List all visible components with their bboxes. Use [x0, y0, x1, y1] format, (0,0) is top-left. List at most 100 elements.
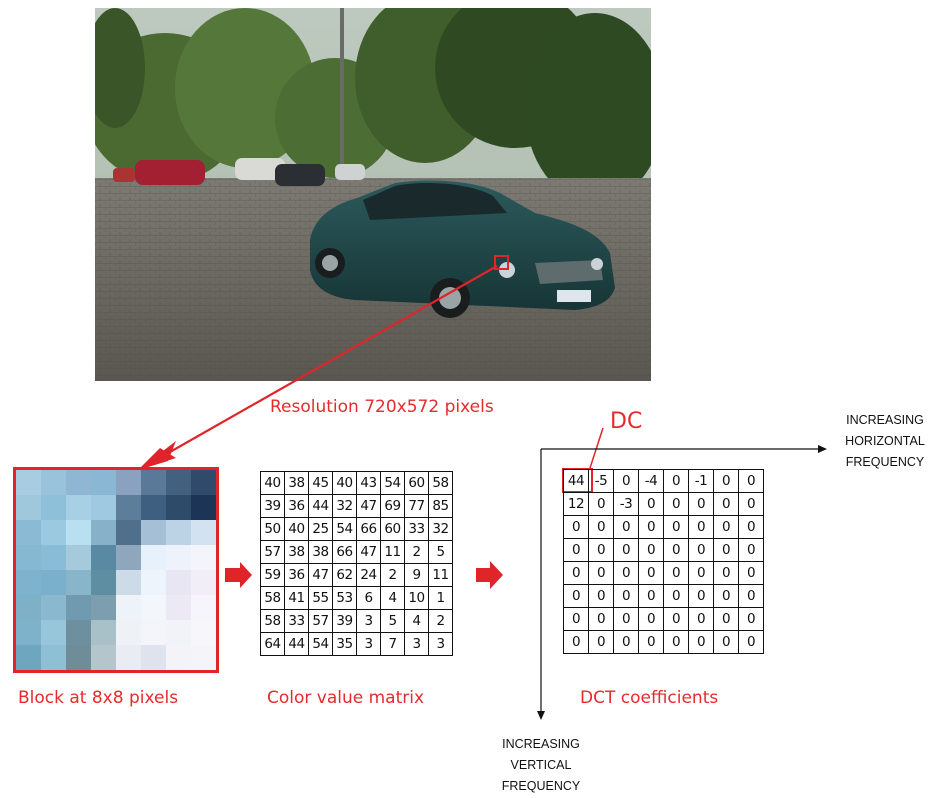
vertical-frequency-line-3: FREQUENCY	[501, 779, 581, 793]
block-pixel	[191, 570, 216, 595]
block-pixel	[16, 620, 41, 645]
dct-coefficient-cell: 0	[563, 630, 589, 654]
color-value-cell: 39	[332, 609, 357, 633]
dct-coefficient-cell: 0	[613, 469, 639, 493]
dct-coefficient-cell: 0	[713, 630, 739, 654]
color-value-cell: 44	[308, 494, 333, 518]
block-pixel	[16, 545, 41, 570]
color-value-cell: 43	[356, 471, 381, 495]
block-pixel	[166, 645, 191, 670]
color-value-cell: 3	[404, 632, 429, 656]
block-pixel	[116, 620, 141, 645]
dct-coefficient-cell: 0	[663, 584, 689, 608]
dct-coefficient-cell: 0	[588, 492, 614, 516]
block-pixel	[166, 570, 191, 595]
block-pixel	[166, 620, 191, 645]
block-pixel	[191, 620, 216, 645]
block-pixel	[66, 495, 91, 520]
dct-coefficient-cell: 0	[713, 469, 739, 493]
block-pixel	[141, 520, 166, 545]
color-value-cell: 55	[308, 586, 333, 610]
block-pixel	[141, 595, 166, 620]
dct-coefficient-cell: 0	[638, 630, 664, 654]
color-value-cell: 32	[428, 517, 453, 541]
dct-coefficient-cell: 0	[738, 515, 764, 539]
color-value-cell: 60	[404, 471, 429, 495]
block-pixel	[191, 545, 216, 570]
color-value-cell: 53	[332, 586, 357, 610]
block-pixel	[116, 495, 141, 520]
color-value-cell: 85	[428, 494, 453, 518]
block-pixel	[116, 570, 141, 595]
dct-coefficient-cell: 0	[613, 584, 639, 608]
dct-coefficient-cell: -4	[638, 469, 664, 493]
dct-coefficient-cell: 0	[663, 561, 689, 585]
color-value-cell: 58	[428, 471, 453, 495]
color-value-cell: 3	[356, 632, 381, 656]
block-pixel	[41, 545, 66, 570]
block-pixel	[41, 520, 66, 545]
color-value-cell: 60	[380, 517, 405, 541]
dct-coefficient-cell: 0	[663, 538, 689, 562]
dct-coefficient-cell: 0	[563, 584, 589, 608]
color-value-cell: 58	[260, 586, 285, 610]
block-pixel	[141, 495, 166, 520]
horizontal-frequency-line-3: FREQUENCY	[845, 455, 925, 469]
color-value-cell: 58	[260, 609, 285, 633]
color-value-cell: 47	[308, 563, 333, 587]
dct-coefficient-cell: 0	[588, 538, 614, 562]
block-pixel	[91, 595, 116, 620]
block-pixel	[166, 470, 191, 495]
block-pixel	[16, 645, 41, 670]
block-pixel	[41, 620, 66, 645]
dct-coefficient-cell: 0	[638, 538, 664, 562]
color-value-cell: 25	[308, 517, 333, 541]
block-pixel	[191, 495, 216, 520]
block-pixel	[166, 520, 191, 545]
dct-coefficient-cell: 0	[713, 492, 739, 516]
block-pixel	[191, 645, 216, 670]
dct-coefficient-cell: 0	[688, 492, 714, 516]
block-pixel	[91, 645, 116, 670]
color-value-cell: 54	[308, 632, 333, 656]
block-pixel	[141, 545, 166, 570]
horizontal-frequency-line-2: HORIZONTAL	[845, 434, 925, 448]
block-pixel	[66, 470, 91, 495]
dct-coefficient-cell: 12	[563, 492, 589, 516]
color-value-cell: 47	[356, 540, 381, 564]
dct-coefficient-cell: 0	[613, 561, 639, 585]
color-value-cell: 32	[332, 494, 357, 518]
block-pixel	[16, 595, 41, 620]
dct-coefficient-cell: 0	[738, 538, 764, 562]
block-pixel	[66, 620, 91, 645]
dct-coefficient-cell: 0	[713, 538, 739, 562]
car-photo	[95, 8, 651, 381]
resolution-caption: Resolution 720x572 pixels	[270, 397, 494, 417]
block-pixel	[166, 545, 191, 570]
block-pixel	[91, 620, 116, 645]
color-value-cell: 2	[380, 563, 405, 587]
dct-coefficient-cell: 0	[738, 630, 764, 654]
dct-coefficient-cell: 0	[588, 561, 614, 585]
dct-coefficient-cell: 0	[663, 515, 689, 539]
dct-coefficient-cell: -5	[588, 469, 614, 493]
horizontal-axis-arrow-icon	[818, 445, 827, 453]
color-value-cell: 57	[308, 609, 333, 633]
dct-coefficient-cell: 0	[738, 561, 764, 585]
color-value-cell: 11	[380, 540, 405, 564]
block-pixel	[116, 470, 141, 495]
dct-coefficient-cell: 0	[738, 607, 764, 631]
dct-coefficient-cell: 0	[688, 515, 714, 539]
color-value-cell: 54	[380, 471, 405, 495]
dct-coefficient-cell: 0	[688, 561, 714, 585]
dct-coefficient-cell: 0	[663, 630, 689, 654]
dct-coefficient-cell: 0	[738, 584, 764, 608]
color-value-cell: 1	[428, 586, 453, 610]
block-pixel	[91, 570, 116, 595]
